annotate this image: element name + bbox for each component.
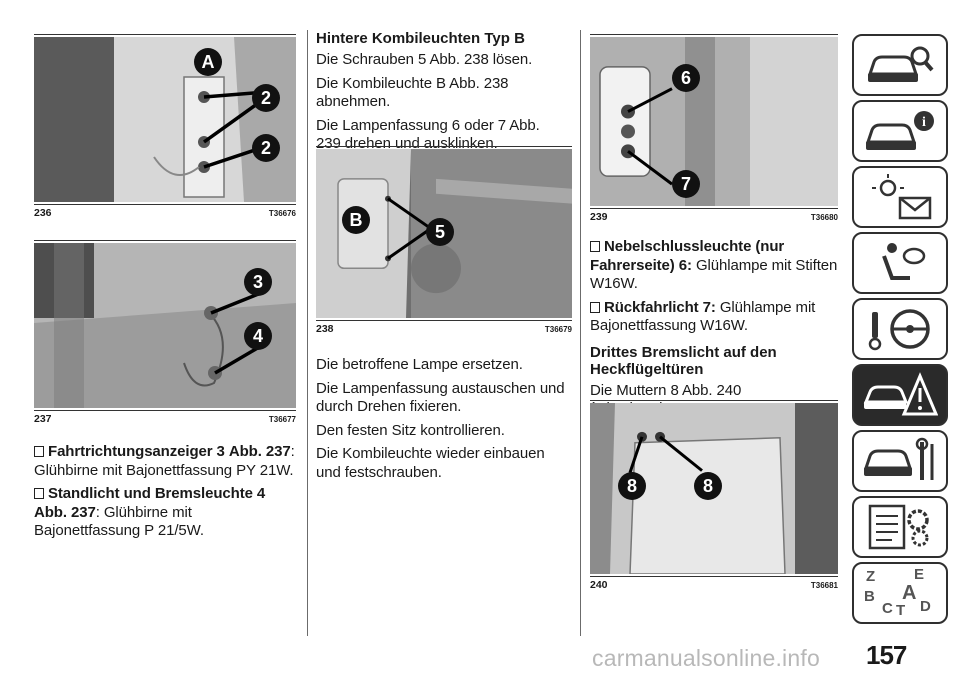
figure-code: T36679 xyxy=(544,325,572,334)
instruction: Die Kombileuchte B Abb. 238 abnehmen. xyxy=(316,74,509,111)
figure-number: 238 xyxy=(316,323,334,335)
watermark: carmanualsonline.info xyxy=(592,645,820,671)
figure-number: 237 xyxy=(34,413,52,425)
bulb-item-reverse: Rückfahrlicht 7: Glühlampe mit Bajonettf… xyxy=(590,298,816,334)
checkbox-bullet-icon xyxy=(34,488,44,499)
instruction: Die Kombileuchte wieder einbauen und fes… xyxy=(316,445,545,481)
callout-2: 2 xyxy=(252,134,280,162)
bulb-item-tail-brake: Standlicht und Bremsleuchte 4 Abb. 237: … xyxy=(34,485,266,539)
instruction: Die Schrauben 5 Abb. 238 lösen. xyxy=(316,51,533,68)
callout-6: 6 xyxy=(672,64,700,92)
column-divider xyxy=(580,30,581,636)
tab-key-steering[interactable] xyxy=(852,298,948,360)
callout-7: 7 xyxy=(672,170,700,198)
figure-237: 3 4 237 T36677 xyxy=(34,240,296,426)
tab-car-search[interactable] xyxy=(852,34,948,96)
figure-number: 240 xyxy=(590,579,608,591)
section-heading: Drittes Bremslicht auf den Heckflügeltür… xyxy=(590,343,777,378)
figure-236: A 2 2 236 T36676 xyxy=(34,34,296,220)
callout-8: 8 xyxy=(618,472,646,500)
column-divider xyxy=(307,30,308,636)
figure-code: T36681 xyxy=(810,581,838,590)
figure-code: T36676 xyxy=(268,209,296,218)
callout-8: 8 xyxy=(694,472,722,500)
technical-data-icon xyxy=(868,504,929,550)
figure-code: T36680 xyxy=(810,213,838,222)
tab-warning-lights[interactable] xyxy=(852,166,948,228)
tab-technical-data[interactable] xyxy=(852,496,948,558)
callout-b: B xyxy=(342,206,370,234)
figure-239: 6 7 239 T36680 xyxy=(590,34,838,224)
tab-airbag-seat[interactable] xyxy=(852,232,948,294)
callout-2: 2 xyxy=(252,84,280,112)
bulb-item-rear-fog: Nebelschlussleuchte (nur Fahrerseite) 6:… xyxy=(590,238,838,292)
car-search-icon xyxy=(867,46,934,82)
column-middle: Hintere Kombileuchten Typ B Die Schraube… xyxy=(316,30,572,481)
checkbox-bullet-icon xyxy=(34,446,44,457)
col2-text-lower: Die betroffene Lampe ersetzen. Die Lampe… xyxy=(316,356,572,487)
instruction: Den festen Sitz kontrollieren. xyxy=(316,421,505,439)
col3-text: Nebelschlussleuchte (nur Fahrerseite) 6:… xyxy=(590,238,838,424)
key-steering-icon xyxy=(868,309,930,351)
callout-5: 5 xyxy=(426,218,454,246)
figure-238: B 5 238 T36679 xyxy=(316,146,572,336)
bulb-item-turn-signal: Fahrtrichtungsanzeiger 3 Abb. 237: Glühb… xyxy=(34,443,295,479)
tab-car-info[interactable]: i xyxy=(852,100,948,162)
callout-3: 3 xyxy=(244,268,272,296)
section-heading: Hintere Kombileuchten Typ B xyxy=(316,30,525,47)
car-info-icon: i xyxy=(865,111,934,150)
warning-lights-icon xyxy=(872,174,932,220)
callout-a: A xyxy=(194,48,222,76)
tab-emergency[interactable] xyxy=(852,364,948,426)
figure-240: 8 8 240 T36681 xyxy=(590,400,838,592)
checkbox-bullet-icon xyxy=(590,301,600,313)
car-maintenance-icon xyxy=(863,437,934,480)
checkbox-bullet-icon xyxy=(590,241,600,252)
instruction: Die betroffene Lampe ersetzen. xyxy=(316,356,523,373)
emergency-icon xyxy=(863,372,938,416)
col1-text: Fahrtrichtungsanzeiger 3 Abb. 237: Glühb… xyxy=(34,443,296,546)
instruction: Die Lampenfassung austauschen und durch … xyxy=(316,379,565,416)
airbag-seat-icon xyxy=(882,243,926,280)
figure-number: 236 xyxy=(34,207,52,219)
svg-text:i: i xyxy=(922,115,926,130)
tab-alphabet-index[interactable]: Z E A B C T D xyxy=(852,562,948,624)
figure-239-image xyxy=(590,37,838,206)
figure-236-image xyxy=(34,37,296,202)
callout-4: 4 xyxy=(244,322,272,350)
figure-number: 239 xyxy=(590,211,608,223)
page-number: 157 xyxy=(866,640,907,670)
instruction: Die Lampenfassung 6 oder 7 Abb. 239 dreh… xyxy=(316,116,540,153)
figure-code: T36677 xyxy=(268,415,296,424)
alphabet-index-icon: Z E A B C T D xyxy=(864,566,931,619)
tab-car-maintenance[interactable] xyxy=(852,430,948,492)
